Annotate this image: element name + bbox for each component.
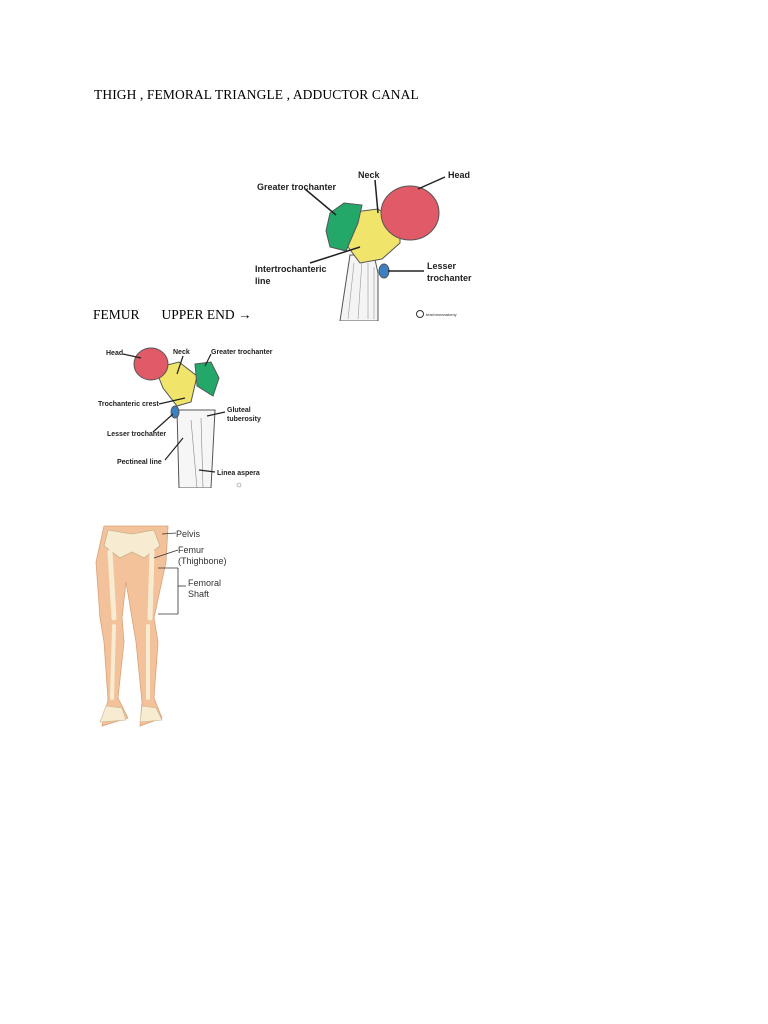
femur-posterior-figure: Head Neck Greater trochanter Trochanteri… (93, 340, 283, 488)
posterior-lesser-trochanter-shape (170, 405, 180, 419)
posterior-lesser-trochanter-label: Lesser trochanter (107, 431, 166, 438)
lesser-trochanter-label-2: trochanter (427, 273, 472, 283)
neck-label: Neck (358, 170, 381, 180)
lesser-trochanter-label-1: Lesser (427, 261, 457, 271)
upper-end-label: UPPER END (161, 307, 235, 322)
gluteal-tuberosity-label-1: Gluteal (227, 407, 251, 414)
femur-upper-end-caption: FEMUR UPPER END → (93, 307, 252, 323)
legs-silhouette (95, 525, 169, 727)
posterior-neck-label: Neck (173, 349, 190, 356)
greater-trochanter-label: Greater trochanter (257, 182, 337, 192)
lesser-trochanter-shape (378, 263, 390, 279)
femur-shaft (339, 254, 379, 321)
watermark-logo-icon (416, 310, 424, 318)
pelvis-label: Pelvis (176, 529, 201, 539)
femur-label-1: Femur (178, 545, 204, 555)
document-heading: THIGH , FEMORAL TRIANGLE , ADDUCTOR CANA… (94, 87, 419, 102)
right-femur-bone (147, 549, 155, 621)
linea-aspera-label: Linea aspera (217, 470, 260, 477)
gluteal-tuberosity-label-2: tuberosity (227, 416, 261, 423)
femoral-shaft-label-2: Shaft (188, 589, 210, 599)
posterior-head-label: Head (106, 350, 123, 357)
femoral-shaft-label-1: Femoral (188, 578, 221, 588)
femur-head-shape (380, 185, 440, 241)
left-femur-bone (107, 549, 117, 621)
intertrochanteric-line-label-2: line (255, 276, 271, 286)
posterior-femur-shaft (176, 409, 216, 488)
lower-body-skeleton-figure: Pelvis Femur (Thighbone) Femoral Shaft (92, 522, 234, 728)
trochanteric-crest-label: Trochanteric crest (98, 401, 159, 408)
femur-label: FEMUR (93, 307, 140, 322)
femur-label-2: (Thighbone) (178, 556, 227, 566)
head-label: Head (448, 170, 470, 180)
pectineal-line-label: Pectineal line (117, 459, 162, 466)
femur-anterior-figure: Neck Head Greater trochanter Intertrocha… (250, 163, 478, 321)
posterior-greater-trochanter-shape (194, 361, 220, 397)
watermark-text: teachmeanatomy (426, 312, 457, 317)
intertrochanteric-line-label-1: Intertrochanteric (255, 264, 327, 274)
posterior-greater-trochanter-label: Greater trochanter (211, 349, 273, 356)
posterior-watermark-logo-icon (236, 482, 242, 488)
posterior-head-shape (133, 347, 169, 381)
right-arrow-icon: → (238, 307, 252, 322)
